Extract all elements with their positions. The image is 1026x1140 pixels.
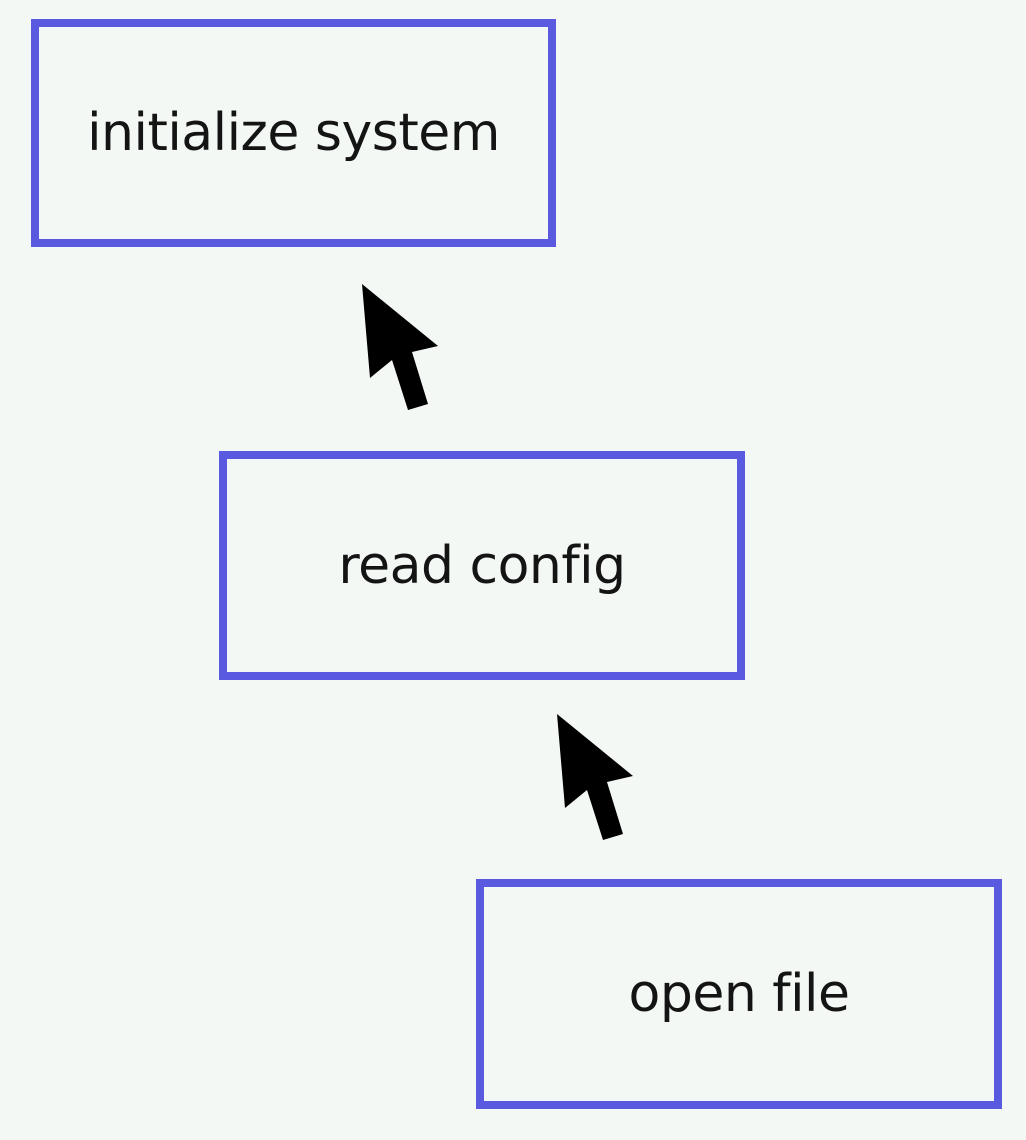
node-label: initialize system	[87, 103, 500, 163]
up-left-arrow-icon	[557, 714, 633, 840]
node-label: open file	[628, 964, 851, 1024]
up-left-arrow-icon	[362, 284, 438, 410]
node-initialize-system: initialize system	[31, 19, 556, 247]
node-open-file: open file	[476, 879, 1002, 1109]
node-read-config: read config	[219, 451, 745, 680]
node-label: read config	[338, 535, 626, 596]
